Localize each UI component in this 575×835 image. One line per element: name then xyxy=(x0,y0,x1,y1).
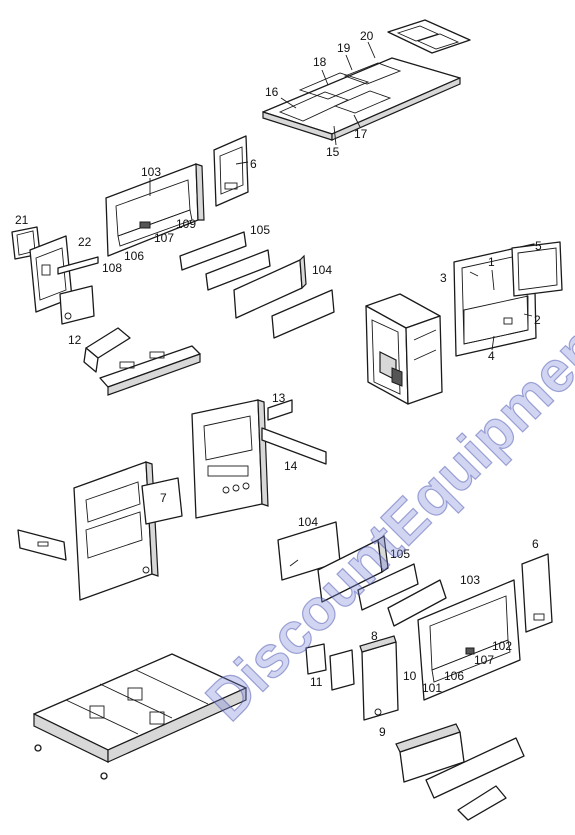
callout-8: 8 xyxy=(371,629,378,643)
callout-106-lower: 106 xyxy=(444,669,464,683)
callout-21: 21 xyxy=(15,213,29,227)
base-frame xyxy=(33,653,247,780)
callout-103-upper: 103 xyxy=(141,165,161,179)
left-upper-parts xyxy=(11,226,201,396)
top-panel-assembly xyxy=(262,19,471,141)
callout-1: 1 xyxy=(488,255,495,269)
callout-6-upper: 6 xyxy=(250,157,257,171)
upper-door-assembly xyxy=(105,135,335,339)
callout-10: 10 xyxy=(403,669,417,683)
callout-19: 19 xyxy=(337,41,351,55)
callout-101: 101 xyxy=(422,681,442,695)
callout-15: 15 xyxy=(326,145,340,159)
bottom-trays xyxy=(395,723,525,821)
callout-105-upper: 105 xyxy=(250,223,270,237)
leader-lines xyxy=(149,41,533,567)
lower-front-door xyxy=(17,461,183,601)
callout-107-upper: 107 xyxy=(154,231,174,245)
callout-14: 14 xyxy=(284,459,298,473)
callout-105-lower: 105 xyxy=(390,547,410,561)
callout-9: 9 xyxy=(379,725,386,739)
callout-16: 16 xyxy=(265,85,279,99)
callout-12: 12 xyxy=(68,333,82,347)
callout-109: 109 xyxy=(176,217,196,231)
callout-2: 2 xyxy=(534,313,541,327)
callout-20: 20 xyxy=(360,29,374,43)
callout-103-lower: 103 xyxy=(460,573,480,587)
callout-4: 4 xyxy=(488,349,495,363)
callout-22: 22 xyxy=(78,235,92,249)
callout-17: 17 xyxy=(354,127,368,141)
right-door-assembly xyxy=(453,241,563,357)
callout-107-lower: 107 xyxy=(474,653,494,667)
small-parts xyxy=(305,635,399,721)
callout-106-upper: 106 xyxy=(124,249,144,263)
machine-housing xyxy=(365,293,443,405)
center-console xyxy=(191,399,327,519)
callout-108: 108 xyxy=(102,261,122,275)
callout-7: 7 xyxy=(160,491,167,505)
callout-13: 13 xyxy=(272,391,286,405)
callout-102: 102 xyxy=(492,639,512,653)
callout-6-lower: 6 xyxy=(532,537,539,551)
callout-11: 11 xyxy=(310,675,323,689)
callout-18: 18 xyxy=(313,55,327,69)
callout-5: 5 xyxy=(535,239,542,253)
callout-104-lower: 104 xyxy=(298,515,318,529)
callout-104-upper: 104 xyxy=(312,263,332,277)
callout-labels: 21 22 12 103 6 108 106 107 109 105 104 1… xyxy=(15,29,542,739)
callout-3: 3 xyxy=(440,271,447,285)
lower-right-assembly xyxy=(277,521,553,701)
